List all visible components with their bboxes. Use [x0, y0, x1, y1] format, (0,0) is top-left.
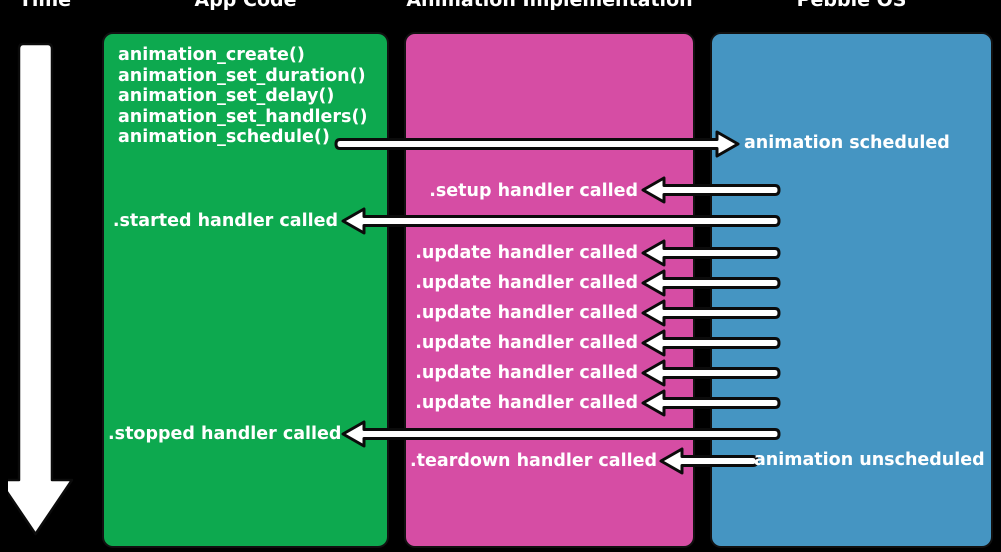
arrow-os-to-teardown-handler — [659, 447, 761, 475]
arrow-os-to-setup-handler — [641, 176, 783, 204]
lane-animation-implementation — [404, 32, 695, 548]
arrow-os-to-update-handler-5 — [641, 359, 783, 387]
column-header-app-code: App Code — [194, 0, 297, 11]
call-animation-set-duration: animation_set_duration() — [118, 65, 366, 86]
column-header-time: Time — [18, 0, 72, 11]
call-animation-schedule: animation_schedule() — [118, 127, 330, 147]
arrow-os-to-update-handler-1 — [641, 239, 783, 267]
impl-event-update-handler-5: .update handler called — [415, 363, 638, 383]
impl-event-teardown-handler: .teardown handler called — [410, 451, 658, 471]
impl-event-update-handler-3: .update handler called — [415, 303, 638, 323]
arrow-os-to-update-handler-6 — [641, 389, 783, 417]
call-animation-set-handlers: animation_set_handlers() — [118, 106, 368, 127]
time-down-arrow-icon — [0, 40, 82, 540]
lane-app-code — [102, 32, 389, 548]
column-header-pebble-os: Pebble OS — [796, 0, 907, 11]
app-event-started-handler: .started handler called — [112, 211, 338, 231]
app-event-stopped-handler: .stopped handler called — [108, 424, 342, 444]
impl-event-update-handler-2: .update handler called — [415, 273, 638, 293]
arrow-os-to-started-handler — [341, 207, 783, 235]
impl-event-update-handler-6: .update handler called — [415, 393, 638, 413]
app-code-call-list: animation_create() animation_set_duratio… — [118, 45, 367, 148]
arrow-os-to-update-handler-4 — [641, 329, 783, 357]
impl-event-update-handler-4: .update handler called — [415, 333, 638, 353]
call-animation-create: animation_create() — [118, 45, 305, 65]
call-animation-set-delay: animation_set_delay() — [118, 86, 335, 106]
arrow-os-to-update-handler-2 — [641, 269, 783, 297]
os-event-animation-scheduled: animation scheduled — [744, 133, 950, 153]
os-event-animation-unscheduled: animation unscheduled — [754, 450, 985, 470]
impl-event-setup-handler: .setup handler called — [429, 181, 638, 201]
arrow-os-to-stopped-handler — [341, 420, 783, 448]
column-header-animation-implementation: Animation Implementation — [406, 0, 693, 11]
impl-event-update-handler-1: .update handler called — [415, 243, 638, 263]
arrow-animation-schedule-to-os — [334, 130, 742, 158]
arrow-os-to-update-handler-3 — [641, 299, 783, 327]
